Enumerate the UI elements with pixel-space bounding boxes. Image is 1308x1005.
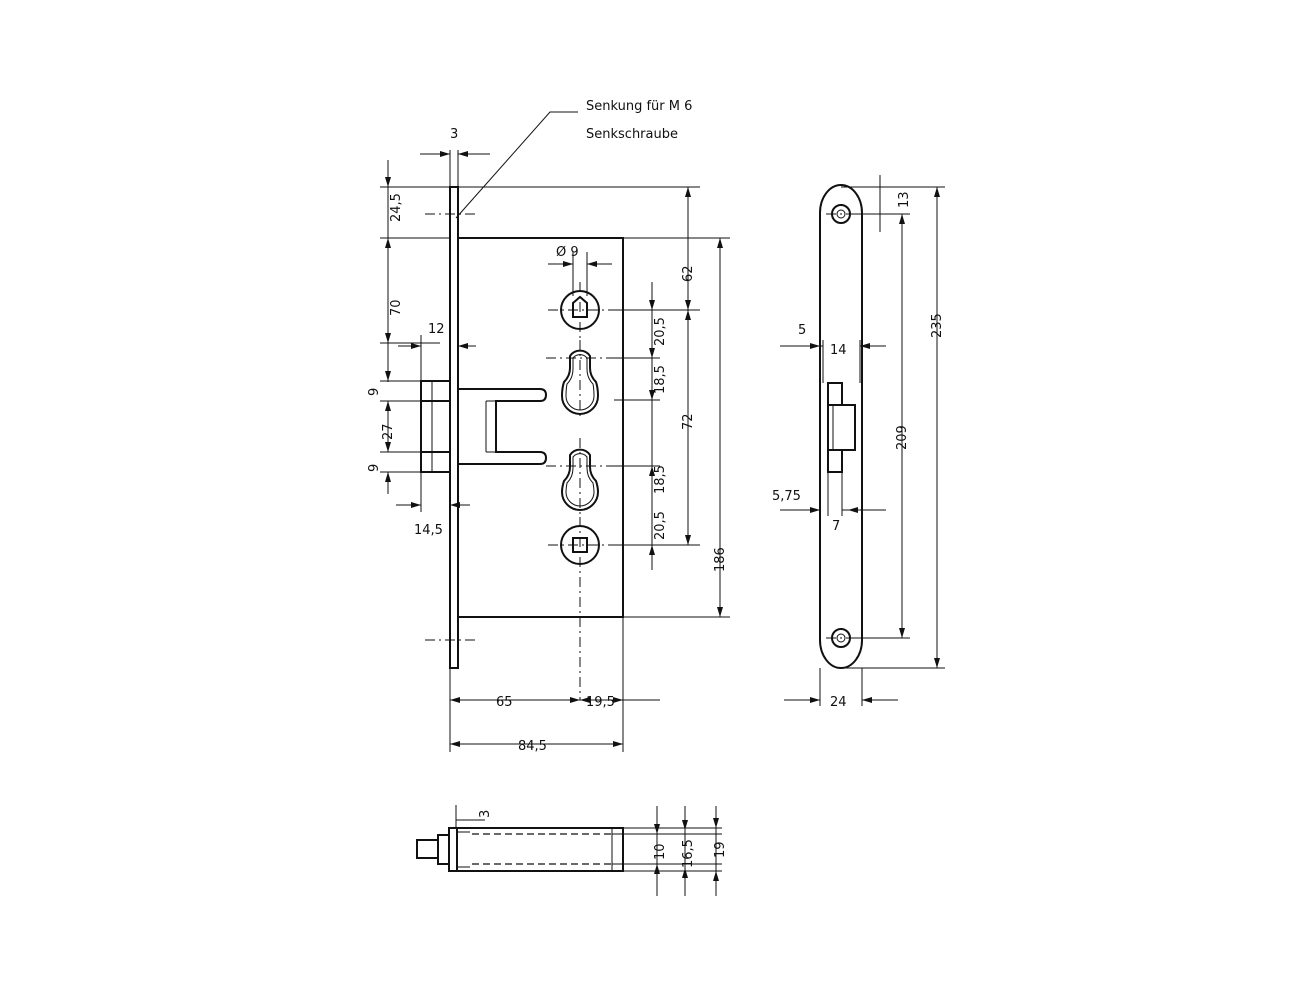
dim-strike-screw-edge: 13	[841, 175, 945, 232]
dim-label: 235	[930, 313, 945, 338]
dim-label: 20,5	[653, 511, 668, 540]
dim-horizontal-bottom: 65 19,5 84,5	[449, 617, 660, 754]
dim-label: 10	[653, 843, 668, 860]
lower-cylinder-cutout	[546, 438, 614, 518]
dim-label: 62	[681, 265, 696, 282]
note-line-2: Senkschraube	[586, 127, 678, 142]
dim-faceplate-thickness: 3	[420, 127, 490, 187]
dim-bottom-thickness: 10 16,5 19	[612, 806, 728, 896]
upper-spindle-hub	[548, 282, 612, 338]
dim-label: Ø 9	[556, 245, 579, 260]
note-line-1: Senkung für M 6	[586, 99, 692, 114]
bottom-faceplate	[448, 827, 458, 872]
dim-strike-opening-top: 5 14	[780, 323, 886, 383]
dim-left-chain: 24,5 70 9 27 9	[367, 160, 450, 494]
dim-label: 27	[381, 423, 396, 440]
bottom-latch	[437, 834, 450, 865]
strike-plate-outline	[819, 184, 863, 669]
lower-spindle-hub	[548, 517, 612, 700]
dim-label: 5,75	[772, 489, 801, 504]
note-leader-line	[455, 111, 578, 219]
dim-label: 18,5	[653, 465, 668, 494]
dim-spindle-positions: 62 72	[458, 186, 700, 546]
bottom-case	[456, 827, 624, 872]
dim-label: 3	[478, 810, 493, 818]
dim-label: 209	[895, 425, 910, 450]
bottom-latch-tip	[416, 839, 439, 859]
dim-strike-screw-distance: 209	[856, 214, 910, 639]
strike-screw-hole-bottom	[826, 628, 856, 648]
dim-label: 72	[681, 413, 696, 430]
dim-label: 12	[428, 322, 445, 337]
dim-label: 9	[367, 464, 382, 472]
upper-cylinder-cutout	[546, 340, 614, 420]
dim-label: 19	[713, 841, 728, 858]
dim-label: 20,5	[653, 317, 668, 346]
dim-strike-width: 24	[784, 668, 898, 710]
dim-label: 14	[830, 343, 847, 358]
dim-bottom-faceplate: 3	[455, 805, 493, 828]
dim-latch-depth: 14,5	[396, 472, 470, 538]
lock-case	[458, 237, 624, 618]
dim-label: 13	[897, 191, 912, 208]
strike-plate-view: 13 235 209 5 14	[772, 175, 945, 710]
lock-bottom-view: 3 10 16,5 19	[416, 805, 728, 896]
dim-label: 18,5	[653, 365, 668, 394]
dim-strike-opening-bottom: 5,75 7	[772, 472, 886, 534]
dim-label: 84,5	[518, 739, 547, 754]
dim-label: 24,5	[389, 193, 404, 222]
lock-front-view: 3 24,5 70 9 27 9	[367, 127, 730, 754]
dim-label: 65	[496, 695, 513, 710]
strike-latch-opening	[827, 382, 856, 473]
dim-strike-height: 235	[841, 187, 945, 669]
countersink-note: Senkung für M 6 Senkschraube	[455, 99, 692, 219]
dim-label: 186	[713, 547, 728, 572]
dim-label: 3	[450, 127, 458, 142]
dim-label: 7	[832, 519, 840, 534]
dim-middle-chain: 20,5 18,5 18,5 20,5	[612, 282, 668, 570]
dim-latch-offset: 12	[398, 322, 476, 381]
dim-spindle-diameter: Ø 9	[548, 245, 612, 296]
dim-label: 24	[830, 695, 847, 710]
dim-label: 70	[389, 299, 404, 316]
dim-label: 14,5	[414, 523, 443, 538]
dim-case-height: 186	[623, 237, 730, 618]
dim-label: 19,5	[586, 695, 615, 710]
dim-label: 5	[798, 323, 806, 338]
faceplate	[449, 186, 459, 669]
latch-bolt	[420, 380, 548, 473]
strike-screw-hole-top	[826, 204, 856, 224]
dim-label: 16,5	[681, 839, 696, 868]
dim-label: 9	[367, 388, 382, 396]
